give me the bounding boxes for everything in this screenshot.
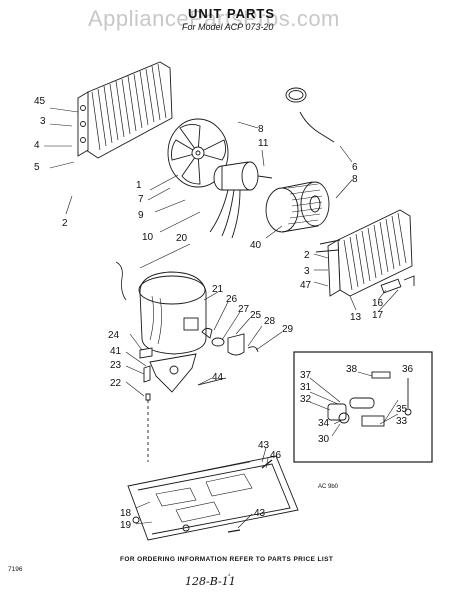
callout-23: 23 — [110, 360, 122, 371]
drawing-code: 7196 — [8, 566, 23, 573]
drain-tube — [285, 87, 335, 143]
callout-21: 21 — [212, 284, 224, 295]
callout-46: 46 — [270, 450, 282, 461]
callouts: 45 3 4 5 2 7 9 10 8 11 6 8 40 1 20 21 26… — [34, 96, 414, 531]
callout-1: 1 — [136, 180, 142, 191]
callout-43: 43 — [258, 440, 270, 451]
callout-2: 2 — [62, 218, 68, 229]
callout-32: 32 — [300, 394, 312, 405]
callout-40: 40 — [250, 240, 262, 251]
compressor-mount — [139, 347, 227, 462]
callout-9: 9 — [138, 210, 144, 221]
callout-37: 37 — [300, 370, 312, 381]
callout-24: 24 — [108, 330, 120, 341]
watermark: AppliancePartsPros.com — [88, 6, 340, 31]
callout-25: 25 — [250, 310, 262, 321]
callout-17: 17 — [372, 310, 384, 321]
model-subtitle: For Model ACP 073-20 — [182, 22, 274, 32]
callout-27: 27 — [238, 304, 250, 315]
callout-2b: 2 — [304, 250, 310, 261]
callout-8: 8 — [258, 124, 264, 135]
callout-7: 7 — [138, 194, 144, 205]
callout-44: 44 — [212, 372, 224, 383]
electrical-components — [201, 327, 259, 356]
callout-35: 35 — [396, 404, 408, 415]
callout-4: 4 — [34, 140, 40, 151]
condenser-coil — [77, 61, 173, 159]
callout-3b: 3 — [304, 266, 310, 277]
callout-19: 19 — [120, 520, 132, 531]
callout-36: 36 — [402, 364, 414, 375]
callout-3: 3 — [40, 116, 46, 127]
control-inset — [293, 351, 433, 463]
callout-8b: 8 — [352, 174, 358, 185]
callout-6: 6 — [352, 162, 358, 173]
callout-28: 28 — [264, 316, 276, 327]
inset-reference: AC 9b0 — [318, 484, 339, 490]
fan-motor — [209, 161, 273, 239]
callout-33: 33 — [396, 416, 408, 427]
callout-47: 47 — [300, 280, 312, 291]
callout-45: 45 — [34, 96, 46, 107]
callout-18: 18 — [120, 508, 132, 519]
callout-29: 29 — [282, 324, 294, 335]
callout-30: 30 — [318, 434, 330, 445]
callout-11: 11 — [258, 138, 269, 149]
evaporator-coil — [315, 209, 415, 297]
base-pan — [127, 455, 299, 541]
fan-blade — [167, 118, 229, 188]
ordering-note: FOR ORDERING INFORMATION REFER TO PARTS … — [120, 556, 334, 563]
callout-13: 13 — [350, 312, 362, 323]
leader-lines — [44, 107, 399, 529]
callout-5: 5 — [34, 162, 40, 173]
callout-43b: 43 — [254, 508, 266, 519]
page-number: 4 — [228, 572, 231, 577]
callout-31: 31 — [300, 382, 312, 393]
callout-38: 38 — [346, 364, 358, 375]
diagram-title: UNIT PARTS — [188, 6, 276, 21]
callout-34: 34 — [318, 418, 330, 429]
callout-22: 22 — [110, 378, 122, 389]
callout-10: 10 — [142, 232, 154, 243]
blower-wheel — [265, 181, 330, 233]
callout-20: 20 — [176, 233, 188, 244]
compressor — [115, 261, 207, 355]
callout-26: 26 — [226, 294, 238, 305]
callout-41: 41 — [110, 346, 122, 357]
callout-16: 16 — [372, 298, 384, 309]
handwritten-note: 128-B-11 — [185, 575, 236, 588]
